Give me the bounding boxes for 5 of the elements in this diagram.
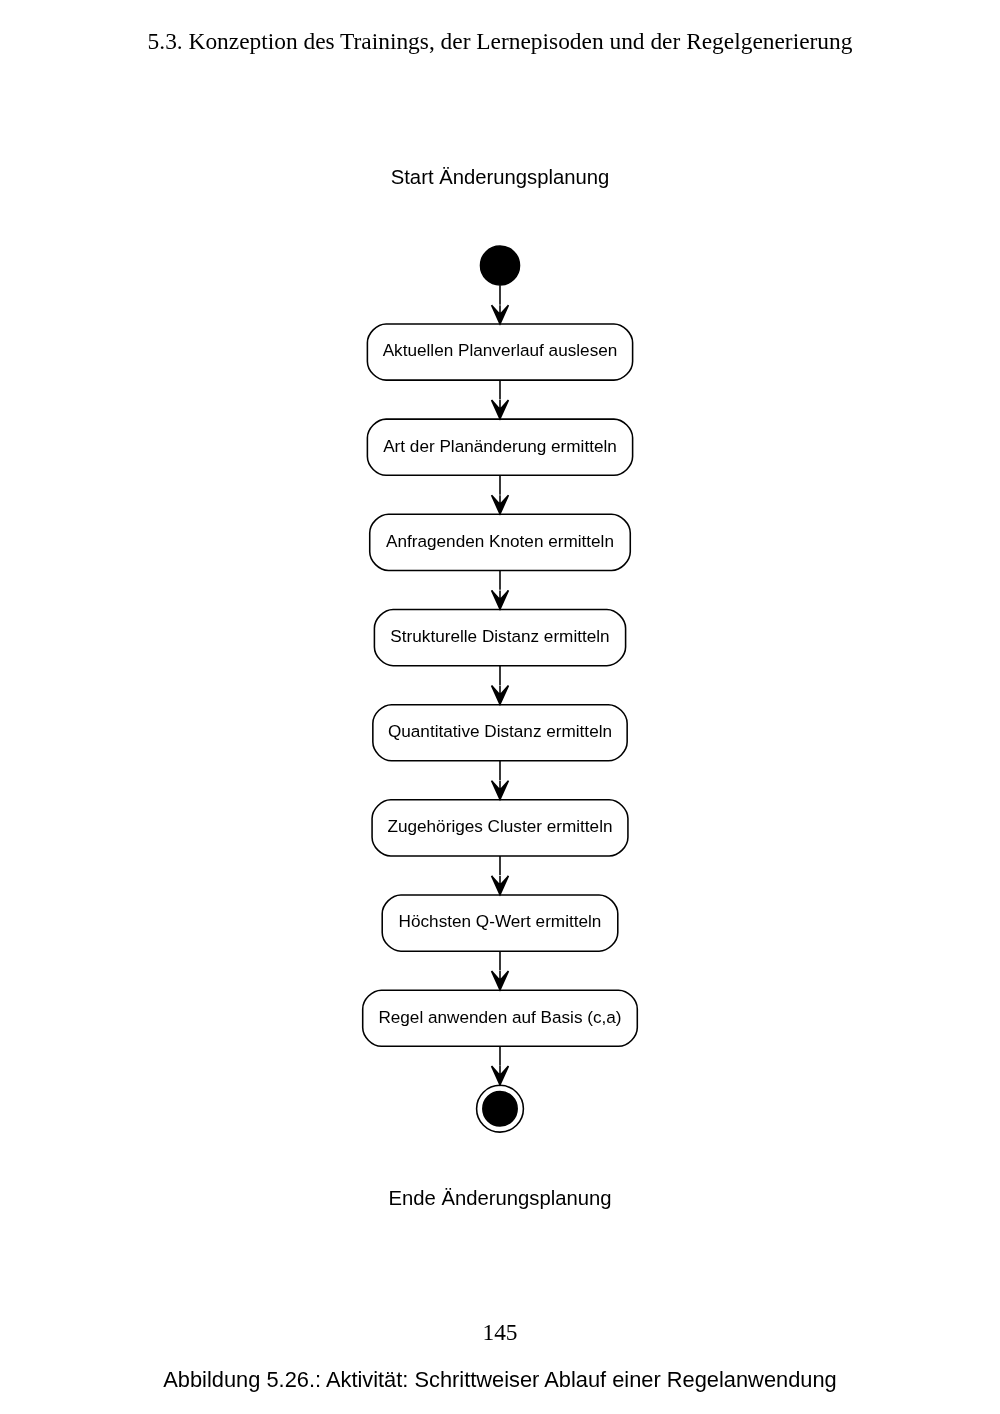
label: 5.3. Konzeption des Trainings, der Lernepisoden und der Regelgenerierung [147,27,853,54]
node-label: Start Änderungsplanung [390,166,610,189]
label: 145 [482,1319,518,1346]
node-label: Ende Änderungsplanung [388,1186,612,1209]
caption: Abbildung 5.26.: Aktivität: Schrittweiser Ablauf einer Regelanwendung [163,1366,837,1392]
